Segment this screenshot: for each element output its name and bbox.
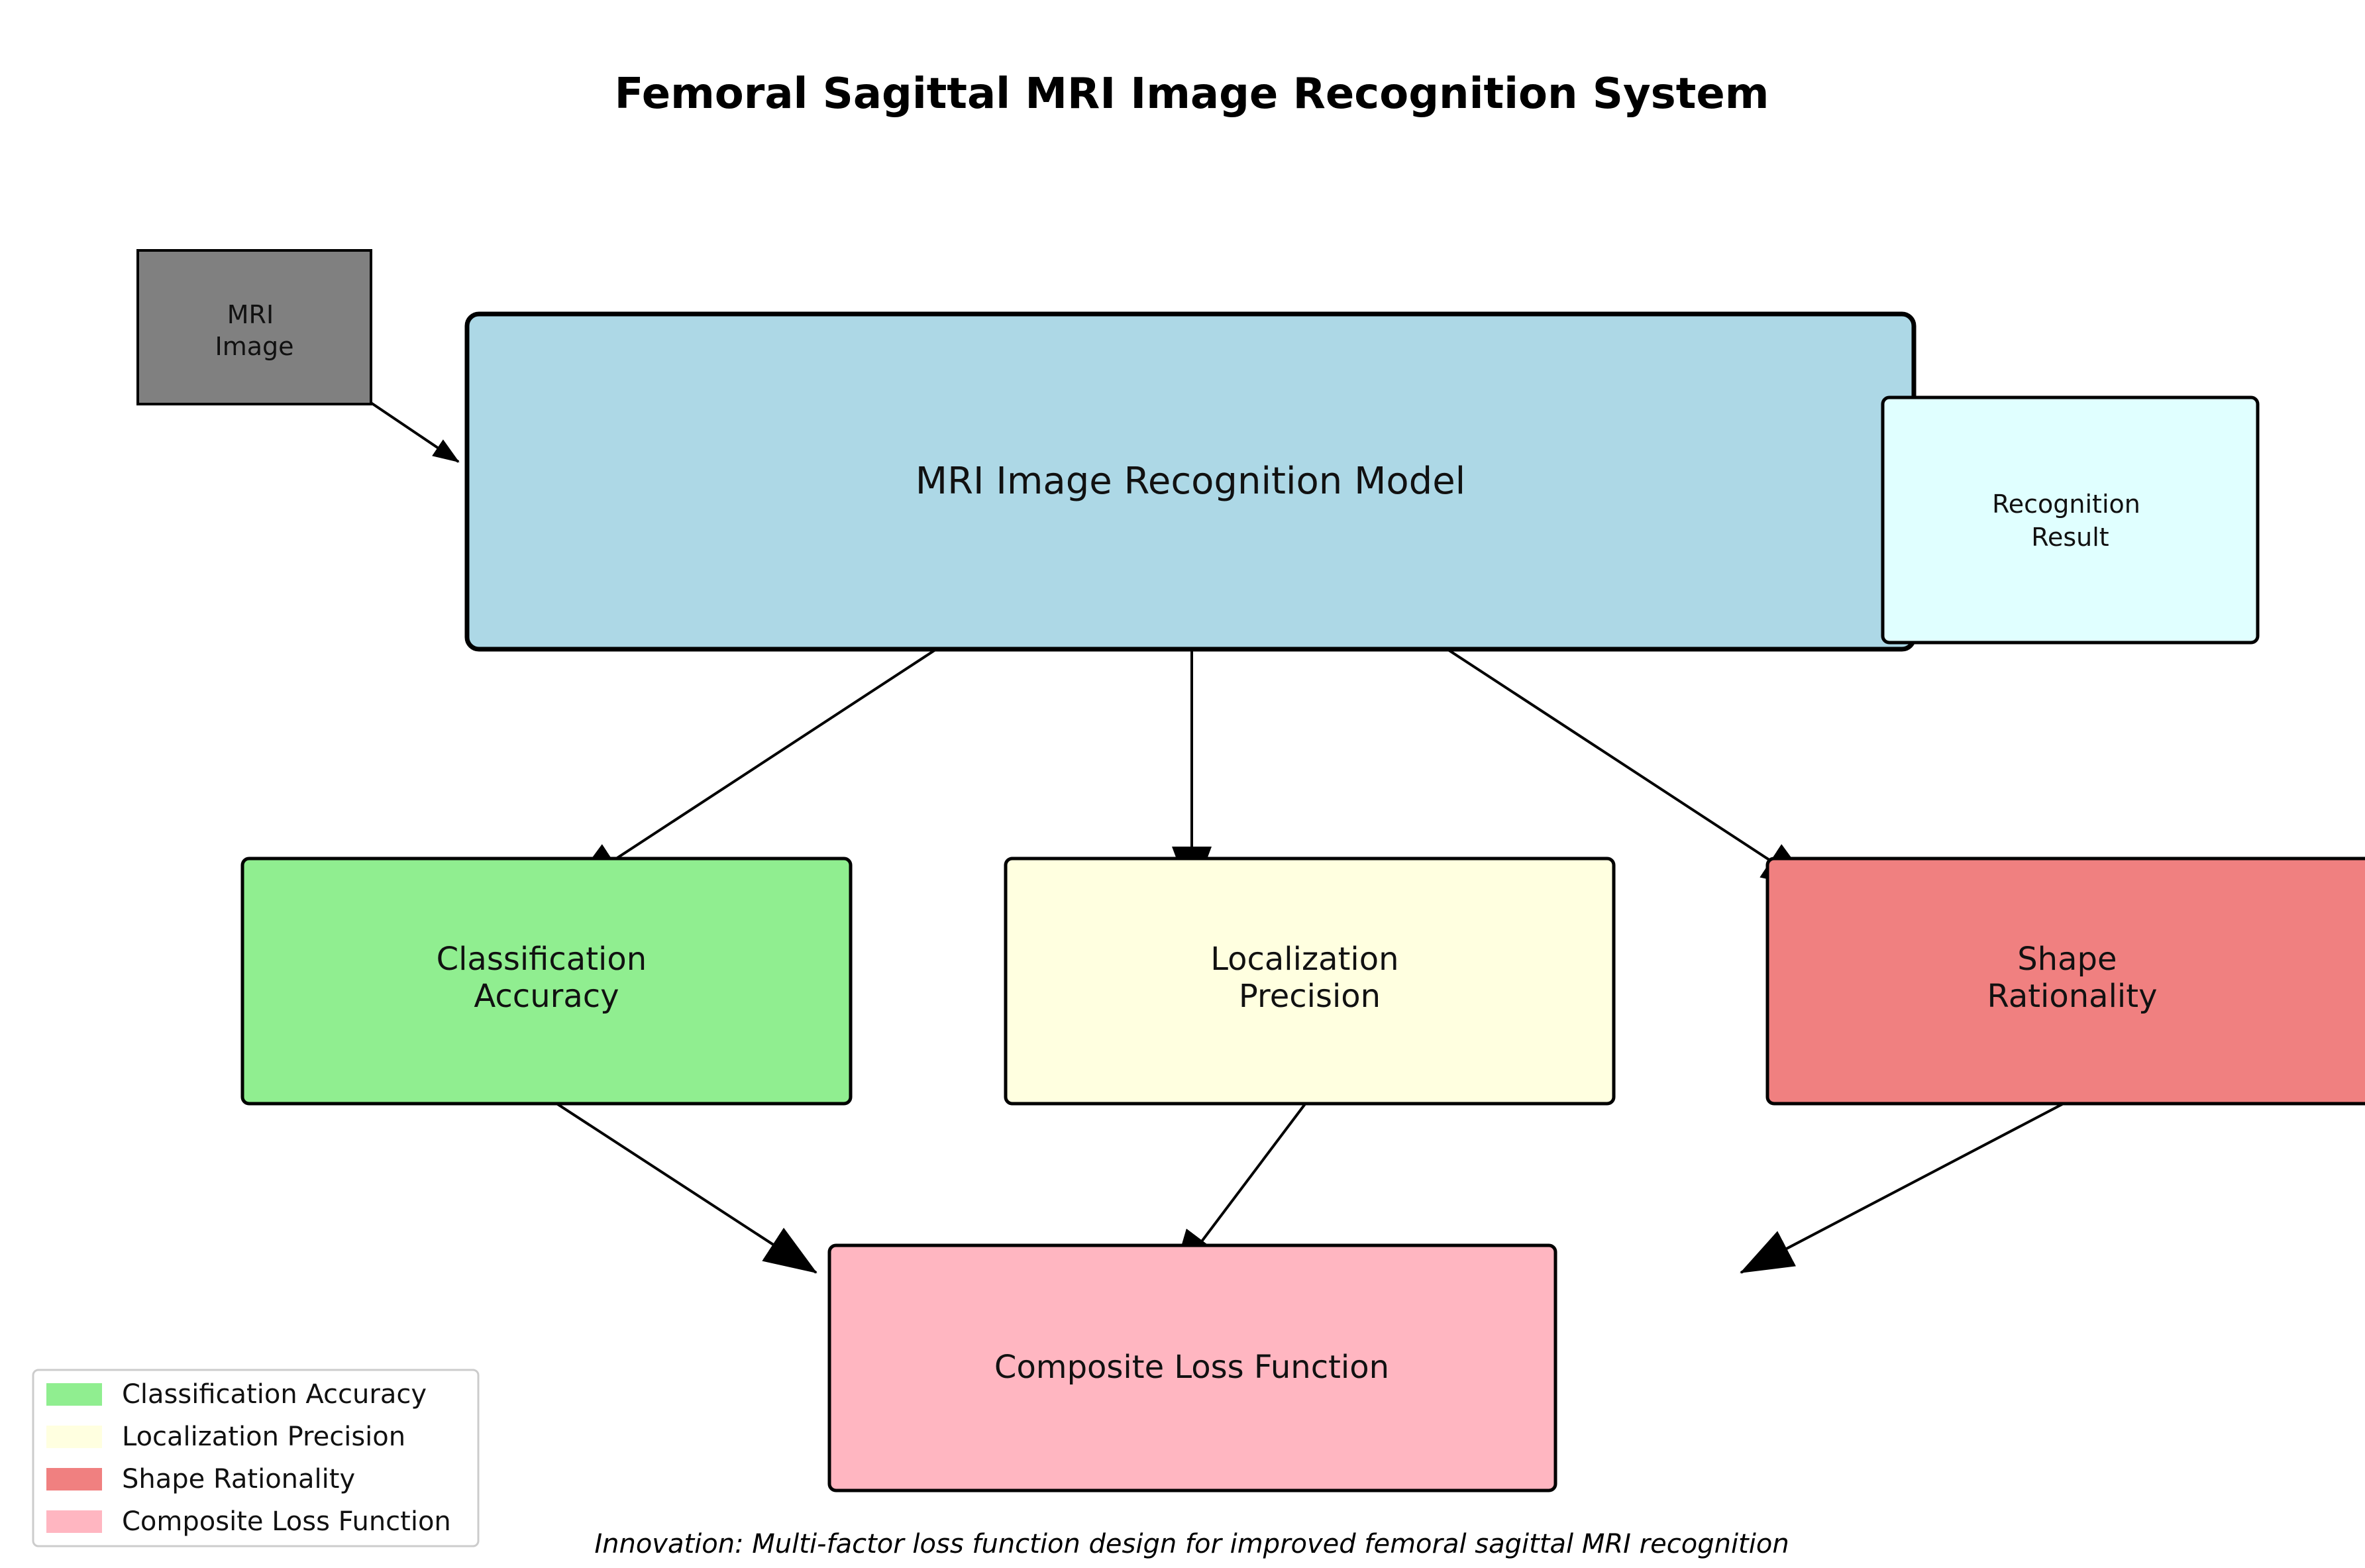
legend-swatch [46,1468,102,1490]
legend-swatch [46,1426,102,1448]
node-result-line-2: Result [2031,523,2109,552]
legend-label: Localization Precision [122,1422,405,1452]
edge-classification-to-composite [545,1096,817,1274]
node-localization-box [1004,857,1616,1106]
node-localization-label: Localization Precision [1210,941,1409,1015]
node-shape-box [1765,857,2365,1106]
node-classification-box [240,857,853,1106]
node-classification-label: Classification Accuracy [437,941,657,1015]
node-shape-line-1: Shape [2017,941,2117,978]
node-composite-box [827,1243,1557,1492]
node-shape-label: Shape Rationality [1987,941,2158,1015]
node-shape-line-2: Rationality [1987,978,2158,1015]
node-mri-image-box [136,249,372,405]
node-classification-line-2: Accuracy [474,978,619,1015]
node-shape: Shape Rationality [1765,857,2365,1106]
node-result-box [1881,395,2260,645]
edge-mri-image-to-model [370,401,460,463]
node-localization: Localization Precision [1004,857,1616,1106]
node-composite-label: Composite Loss Function [994,1349,1389,1386]
node-model-line-1: MRI Image Recognition Model [916,460,1465,503]
node-result-label: Recognition Result [1992,490,2148,552]
edge-model-to-classification [568,633,960,890]
legend-label: Composite Loss Function [122,1506,451,1537]
node-classification: Classification Accuracy [240,857,853,1106]
edge-shape-to-composite [1740,1097,2074,1274]
edges-layer [370,401,2074,1283]
node-classification-line-1: Classification [437,941,647,978]
diagram-title: Femoral Sagittal MRI Image Recognition S… [615,70,1769,119]
legend-item: Shape Rationality [46,1464,355,1494]
legend-item: Localization Precision [46,1422,405,1452]
innovation-caption: Innovation: Multi-factor loss function d… [594,1529,1789,1559]
legend-label: Shape Rationality [122,1464,355,1494]
node-model-label: MRI Image Recognition Model [916,460,1465,503]
legend-swatch [46,1510,102,1533]
node-mri-image-label: MRI Image [215,300,293,361]
node-composite: Composite Loss Function [827,1243,1557,1492]
legend: Classification Accuracy Localization Pre… [32,1369,480,1547]
node-localization-line-2: Precision [1239,978,1381,1015]
legend-item: Classification Accuracy [46,1379,427,1410]
edge-model-to-shape [1424,633,1815,890]
node-mri-image-line-2: Image [215,332,293,361]
node-mri-image-line-1: MRI [227,300,274,329]
node-composite-line-1: Composite Loss Function [994,1349,1389,1386]
node-localization-line-1: Localization [1210,941,1398,978]
legend-swatch [46,1383,102,1406]
node-result: Recognition Result [1881,395,2260,645]
node-model: MRI Image Recognition Model [464,311,1917,652]
node-mri-image: MRI Image [136,249,372,405]
legend-label: Classification Accuracy [122,1379,427,1410]
node-result-line-1: Recognition [1992,490,2140,519]
legend-item: Composite Loss Function [46,1506,451,1537]
legend-frame [32,1369,480,1547]
